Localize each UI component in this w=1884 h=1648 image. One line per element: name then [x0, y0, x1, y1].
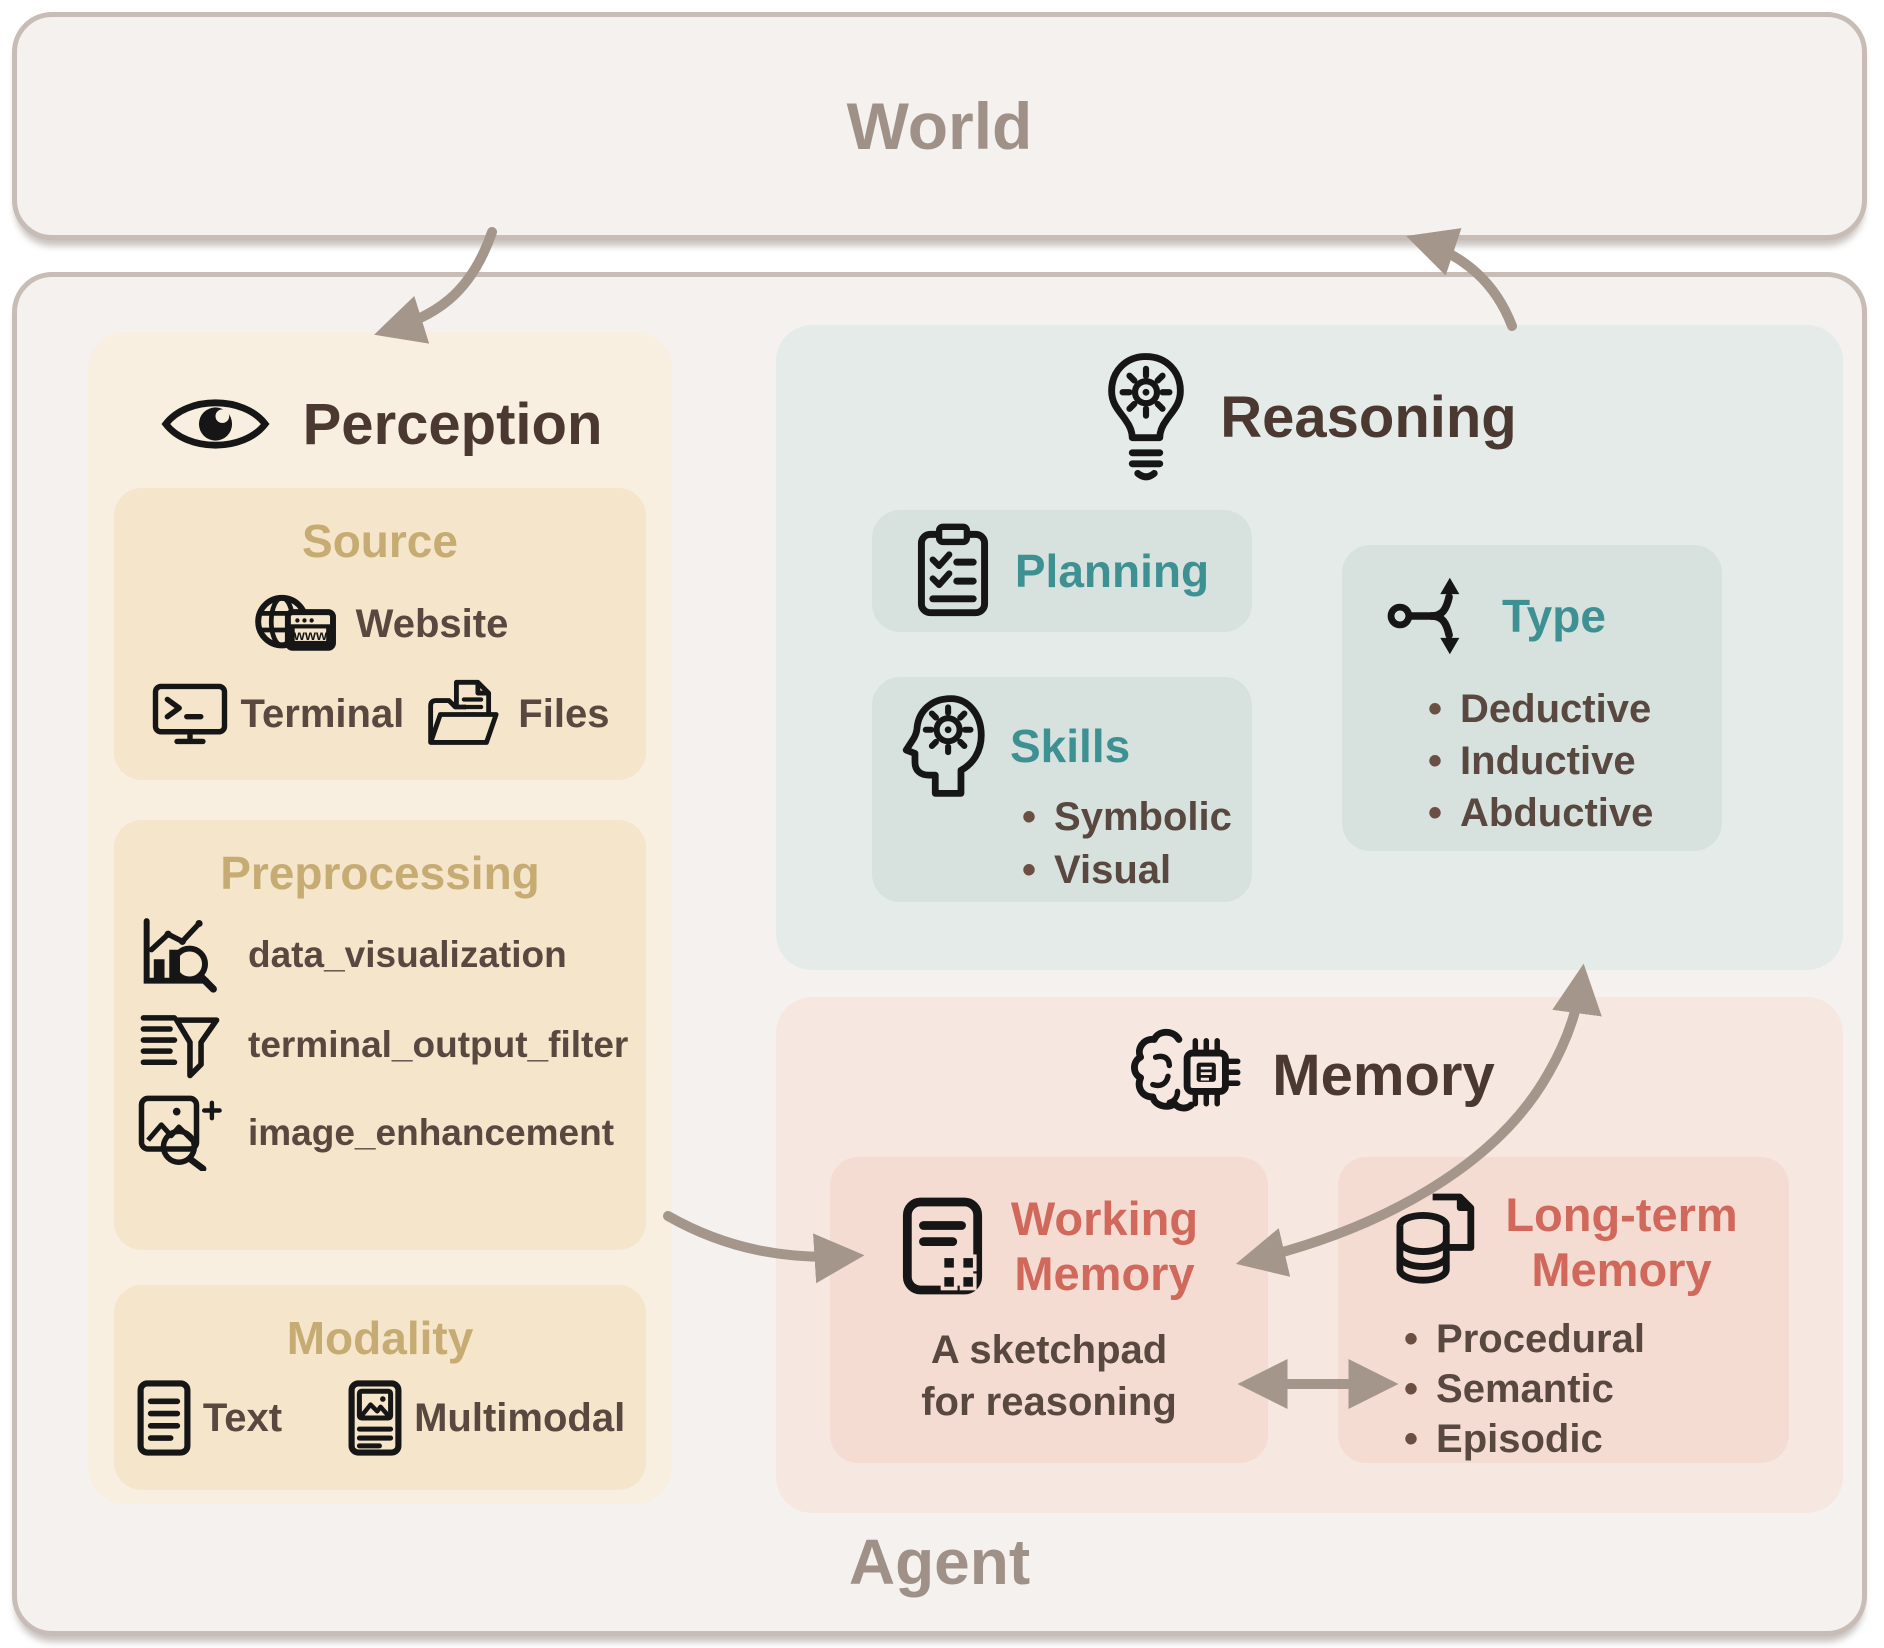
text-document-icon	[137, 1380, 191, 1456]
preprocessing-item-label: terminal_output_filter	[248, 1023, 629, 1065]
skills-bullet: Visual	[1022, 844, 1252, 897]
working-memory-title: Working Memory	[1010, 1192, 1199, 1301]
world-box: World	[12, 12, 1867, 240]
svg-text:www: www	[292, 628, 327, 644]
long-term-memory-bullet: Episodic	[1404, 1414, 1789, 1464]
source-item-label: Website	[355, 601, 509, 646]
working-memory-box: Working Memory A sketchpad for reasoning	[830, 1157, 1268, 1463]
modality-text-pair: Text	[135, 1379, 282, 1457]
memory-header: Memory	[776, 997, 1843, 1127]
reasoning-header: Reasoning	[776, 325, 1843, 483]
terminal-icon	[152, 683, 227, 745]
type-bullet: Deductive	[1428, 683, 1722, 735]
modality-item-label: Text	[202, 1395, 283, 1440]
files-folder-icon	[428, 679, 499, 745]
source-item-label: Terminal	[240, 692, 405, 736]
type-bullet-list: Deductive Inductive Abductive	[1428, 683, 1722, 839]
source-title: Source	[302, 515, 458, 567]
perception-header: Perception	[88, 332, 672, 464]
source-terminal-pair: Terminal	[151, 680, 405, 749]
preprocessing-item-label: image_enhancement	[248, 1111, 615, 1153]
clipboard-checklist-icon	[917, 523, 988, 617]
preprocessing-row: image_enhancement	[132, 1094, 646, 1171]
long-term-memory-box: Long-term Memory Procedural Semantic Epi…	[1338, 1157, 1789, 1463]
skills-title: Skills	[1010, 720, 1131, 772]
memory-panel: Memory Working Memory A sketchpad	[776, 997, 1843, 1513]
preprocessing-row: data_visualization	[132, 914, 646, 995]
list-funnel-icon	[132, 1009, 228, 1080]
type-box: Type Deductive Inductive Abductive	[1342, 545, 1722, 851]
type-bullet: Inductive	[1428, 735, 1722, 787]
working-memory-header: Working Memory	[830, 1191, 1268, 1302]
long-term-memory-title: Long-term Memory	[1505, 1188, 1738, 1297]
modality-multimodal-pair: Multimodal	[346, 1379, 625, 1457]
working-memory-caption: A sketchpad for reasoning	[921, 1327, 1177, 1424]
reasoning-panel: Reasoning Planning	[776, 325, 1843, 970]
type-title: Type	[1502, 590, 1606, 642]
planning-box: Planning	[872, 510, 1252, 632]
preprocessing-item-label: data_visualization	[248, 933, 567, 975]
head-gear-icon	[902, 695, 985, 797]
long-term-memory-bullet: Semantic	[1404, 1364, 1789, 1414]
modality-row: Text Multimodal	[114, 1379, 646, 1457]
notepad-icon	[902, 1198, 982, 1295]
agent-label: Agent	[848, 1526, 1031, 1598]
long-term-memory-bullet: Procedural	[1404, 1314, 1789, 1364]
modality-item-label: Multimodal	[414, 1395, 626, 1440]
database-document-icon	[1396, 1194, 1475, 1285]
preprocessing-box: Preprocessing data_visualization	[114, 820, 646, 1250]
branch-arrows-icon	[1387, 577, 1460, 655]
source-website-row: www Website	[114, 586, 646, 662]
perception-title: Perception	[302, 391, 603, 457]
source-files-pair: Files	[424, 678, 609, 751]
source-terminal-files-row: Terminal Files	[114, 678, 646, 751]
skills-header: Skills	[894, 693, 1252, 799]
skills-bullet-list: Symbolic Visual	[1022, 791, 1252, 897]
long-term-memory-header: Long-term Memory	[1338, 1187, 1789, 1298]
image-magnifier-icon	[132, 1094, 228, 1171]
chart-magnifier-icon	[132, 914, 228, 995]
brain-chip-icon	[1131, 1028, 1241, 1112]
source-box: Source www Website	[114, 488, 646, 780]
modality-box: Modality Text	[114, 1285, 646, 1490]
modality-title: Modality	[286, 1312, 474, 1364]
lightbulb-gear-icon	[1108, 353, 1185, 481]
preprocessing-title: Preprocessing	[220, 847, 540, 899]
skills-box: Skills Symbolic Visual	[872, 677, 1252, 902]
planning-title: Planning	[1014, 545, 1210, 597]
perception-panel: Perception Source www Website	[88, 332, 672, 1504]
world-label: World	[846, 89, 1033, 163]
type-header: Type	[1386, 575, 1722, 657]
preprocessing-row: terminal_output_filter	[132, 1009, 646, 1080]
eye-icon	[161, 399, 270, 449]
long-term-memory-bullet-list: Procedural Semantic Episodic	[1404, 1314, 1789, 1464]
reasoning-title: Reasoning	[1220, 384, 1517, 450]
globe-website-icon: www	[254, 594, 336, 651]
memory-title: Memory	[1272, 1042, 1495, 1108]
multimodal-document-icon	[348, 1380, 402, 1456]
type-bullet: Abductive	[1428, 787, 1722, 839]
skills-bullet: Symbolic	[1022, 791, 1252, 844]
source-item-label: Files	[518, 692, 610, 736]
